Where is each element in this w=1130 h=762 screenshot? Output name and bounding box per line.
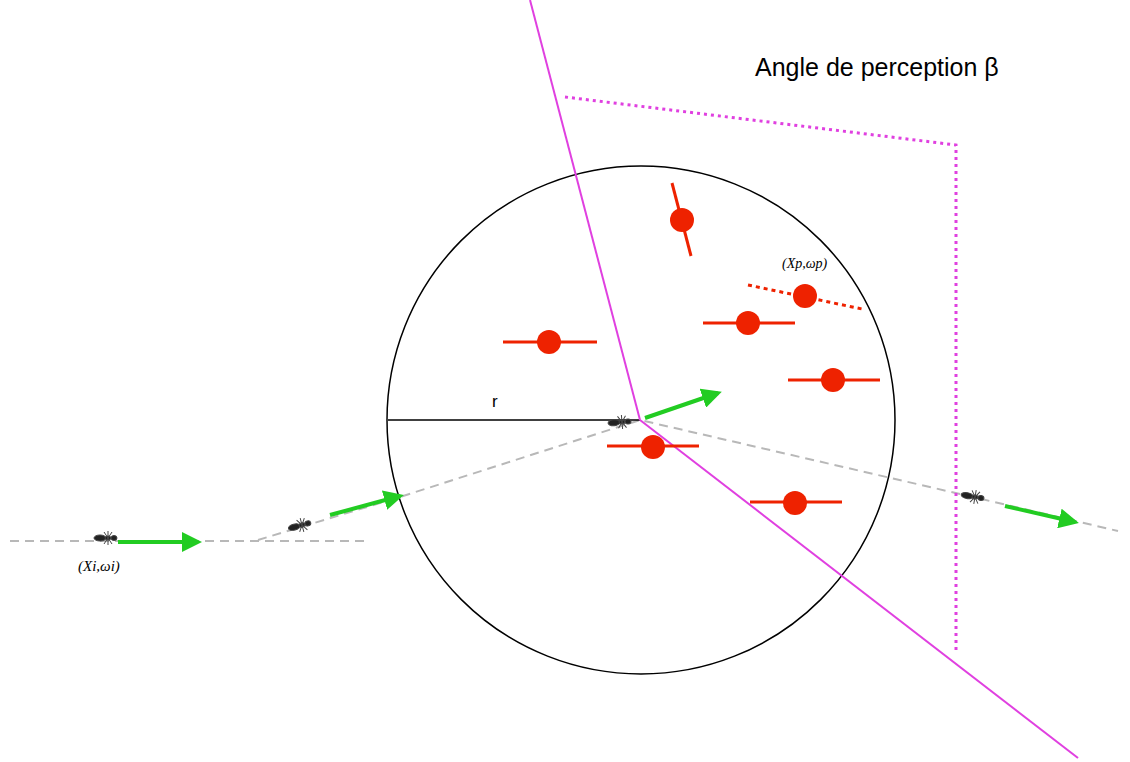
particles — [503, 183, 880, 515]
trajectory — [10, 420, 1118, 541]
ants — [94, 414, 985, 545]
heading-arrows — [118, 393, 1075, 542]
angle-title: Angle de perception β — [755, 54, 999, 82]
ant-label: (Xi,ωi) — [78, 558, 120, 575]
radius-line — [388, 419, 640, 421]
particle-label: (Xp,ωp) — [782, 256, 827, 271]
angle-lines — [530, 0, 1078, 758]
radius-label: r — [492, 393, 498, 412]
angle-bracket — [565, 97, 956, 652]
